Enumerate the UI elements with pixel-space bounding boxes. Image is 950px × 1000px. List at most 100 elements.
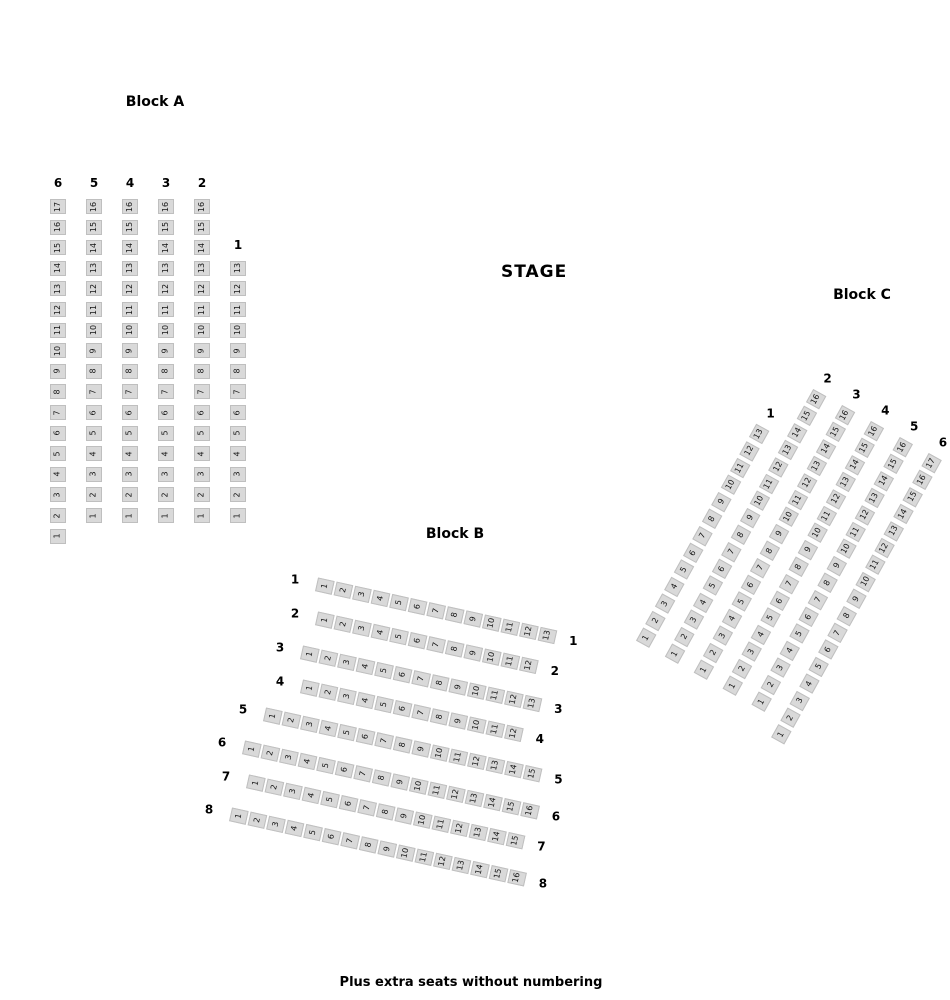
seat[interactable]: 5 (230, 425, 246, 441)
seat[interactable]: 7 (750, 557, 771, 579)
seat[interactable]: 1 (122, 508, 138, 523)
seat[interactable]: 16 (863, 420, 885, 442)
seat[interactable]: 2 (158, 487, 174, 503)
seat[interactable]: 3 (741, 641, 762, 662)
seat[interactable]: 3 (300, 715, 320, 734)
seat[interactable]: 12 (194, 281, 210, 297)
seat[interactable]: 9 (390, 773, 411, 791)
seat[interactable]: 10 (158, 322, 174, 338)
seat[interactable]: 1 (230, 508, 246, 523)
seat[interactable]: 16 (122, 199, 138, 214)
seat[interactable]: 10 (429, 744, 450, 762)
seat[interactable]: 10 (412, 811, 433, 829)
seat[interactable]: 9 (826, 555, 848, 577)
seat[interactable]: 3 (122, 466, 138, 482)
seat[interactable]: 10 (481, 614, 502, 632)
seat[interactable]: 11 (500, 652, 521, 670)
seat[interactable]: 9 (194, 343, 210, 359)
seat[interactable]: 7 (721, 541, 742, 563)
seat[interactable]: 5 (374, 661, 394, 680)
seat[interactable]: 12 (504, 690, 524, 709)
seat[interactable]: 2 (760, 674, 782, 695)
seat[interactable]: 8 (444, 606, 465, 624)
seat[interactable]: 13 (806, 455, 827, 477)
seat[interactable]: 8 (230, 363, 246, 379)
seat[interactable]: 6 (392, 700, 413, 718)
seat[interactable]: 5 (731, 591, 752, 613)
seat[interactable]: 13 (50, 281, 66, 297)
seat[interactable]: 8 (375, 803, 396, 821)
seat[interactable]: 11 (864, 554, 886, 576)
seat[interactable]: 6 (158, 405, 174, 420)
seat[interactable]: 16 (507, 869, 527, 887)
seat[interactable]: 11 (122, 302, 138, 317)
seat[interactable]: 7 (827, 622, 848, 644)
seat[interactable]: 5 (389, 627, 409, 646)
seat[interactable]: 16 (912, 469, 933, 491)
seat[interactable]: 12 (519, 622, 539, 641)
seat[interactable]: 12 (433, 852, 453, 871)
seat[interactable]: 5 (50, 446, 66, 462)
seat[interactable]: 4 (301, 786, 322, 805)
seat[interactable]: 6 (817, 639, 839, 661)
seat[interactable]: 2 (318, 649, 339, 667)
seat[interactable]: 13 (777, 439, 799, 461)
seat[interactable]: 7 (230, 384, 246, 400)
seat[interactable]: 16 (86, 199, 102, 214)
seat[interactable]: 15 (522, 765, 543, 783)
seat[interactable]: 16 (834, 404, 856, 426)
seat[interactable]: 10 (778, 506, 799, 528)
seat[interactable]: 5 (673, 559, 695, 581)
seat[interactable]: 8 (788, 556, 809, 578)
seat[interactable]: 5 (122, 425, 138, 441)
seat[interactable]: 6 (86, 405, 102, 420)
seat[interactable]: 2 (674, 626, 695, 647)
seat[interactable]: 13 (485, 756, 506, 775)
seat[interactable]: 6 (798, 606, 819, 628)
seat[interactable]: 15 (158, 219, 174, 235)
seat[interactable]: 8 (358, 836, 379, 854)
seat[interactable]: 12 (230, 281, 246, 297)
seat[interactable]: 5 (158, 425, 174, 441)
seat[interactable]: 14 (483, 793, 503, 812)
seat[interactable]: 14 (893, 503, 914, 525)
seat[interactable]: 3 (789, 690, 811, 711)
seat[interactable]: 8 (836, 605, 858, 627)
seat[interactable]: 3 (266, 815, 286, 834)
seat[interactable]: 3 (86, 466, 102, 482)
seat[interactable]: 9 (377, 840, 398, 858)
seat[interactable]: 9 (394, 807, 415, 825)
seat[interactable]: 10 (807, 522, 828, 544)
seat[interactable]: 4 (122, 446, 138, 462)
seat[interactable]: 10 (466, 716, 487, 734)
seat[interactable]: 16 (805, 388, 827, 410)
seat[interactable]: 2 (281, 711, 302, 729)
seat[interactable]: 10 (408, 777, 429, 795)
seat[interactable]: 13 (522, 694, 543, 713)
seat[interactable]: 6 (230, 405, 246, 420)
seat[interactable]: 16 (50, 219, 66, 235)
seat[interactable]: 15 (122, 219, 138, 235)
seat[interactable]: 17 (921, 452, 942, 474)
seat[interactable]: 1 (693, 659, 715, 680)
seat[interactable]: 13 (537, 626, 558, 645)
seat[interactable]: 5 (303, 823, 323, 842)
seat[interactable]: 12 (797, 472, 818, 494)
seat[interactable]: 12 (446, 785, 466, 804)
seat[interactable]: 14 (122, 240, 138, 256)
seat[interactable]: 16 (520, 802, 540, 820)
seat[interactable]: 7 (411, 704, 431, 722)
seat[interactable]: 12 (450, 819, 470, 838)
seat[interactable]: 5 (320, 790, 340, 809)
seat[interactable]: 1 (315, 577, 335, 595)
seat[interactable]: 15 (194, 219, 210, 235)
seat[interactable]: 6 (194, 405, 210, 420)
seat[interactable]: 9 (768, 523, 790, 545)
seat[interactable]: 8 (86, 363, 102, 379)
seat[interactable]: 5 (337, 723, 357, 742)
seat[interactable]: 6 (740, 574, 762, 596)
seat[interactable]: 12 (826, 488, 847, 510)
seat[interactable]: 1 (315, 611, 335, 629)
seat[interactable]: 13 (122, 260, 138, 276)
seat[interactable]: 6 (407, 598, 428, 616)
